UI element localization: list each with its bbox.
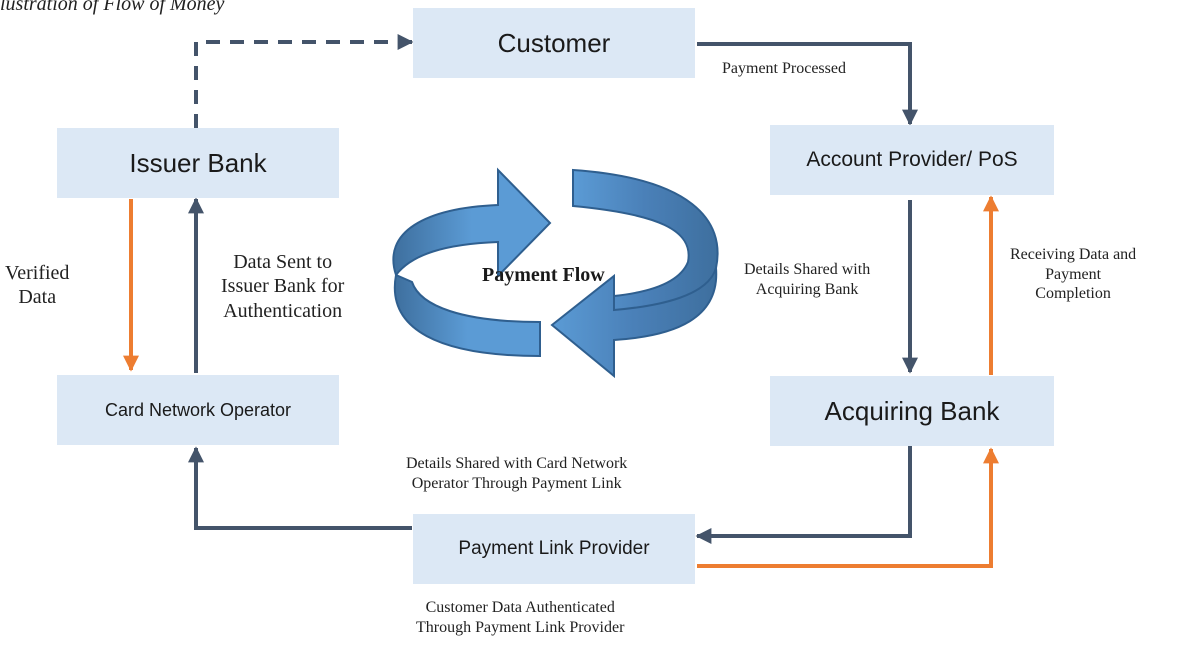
node-acquiring-bank: Acquiring Bank: [770, 376, 1054, 446]
label-line: Verified: [5, 262, 70, 284]
label-customer-data-authenticated: Customer Data Authenticated Through Paym…: [416, 598, 624, 637]
label-line: Payment: [1045, 265, 1102, 283]
label-line: Data Sent to: [233, 251, 333, 273]
label-line: Receiving Data and: [1010, 246, 1137, 263]
label-data-sent-to-issuer: Data Sent to Issuer Bank for Authenticat…: [221, 250, 344, 323]
cycle-arrow-top: [392, 167, 552, 279]
node-customer: Customer: [413, 8, 695, 78]
arrow-payment-link-to-card-network: [188, 446, 412, 530]
arrow-issuer-to-customer: [194, 34, 414, 128]
cycle-arrow-left: [393, 273, 541, 358]
label-line: Operator Through Payment Link: [411, 474, 622, 492]
cycle-arrow-bottom: [550, 267, 718, 379]
node-issuer-bank: Issuer Bank: [57, 128, 339, 198]
label-line: Data: [18, 286, 57, 309]
node-card-network-operator: Card Network Operator: [57, 375, 339, 445]
label-line: Issuer Bank for: [221, 275, 345, 298]
arrow-acquiring-to-payment-link: [695, 446, 912, 544]
label-line: Customer Data Authenticated: [425, 599, 615, 616]
label-details-shared-acquiring: Details Shared with Acquiring Bank: [744, 260, 870, 299]
node-payment-link-provider: Payment Link Provider: [413, 514, 695, 584]
label-line: Through Payment Link Provider: [416, 618, 625, 636]
label-line: Details Shared with: [744, 261, 871, 278]
label-payment-processed: Payment Processed: [722, 60, 846, 77]
arrow-customer-to-account-provider: [697, 42, 918, 126]
label-verified-data: Verified Data: [5, 261, 69, 310]
label-details-shared-card-network: Details Shared with Card Network Operato…: [406, 454, 627, 493]
label-line: Acquiring Bank: [755, 280, 859, 298]
node-account-provider: Account Provider/ PoS: [770, 125, 1054, 195]
label-line: Authentication: [223, 299, 343, 322]
label-receiving-data: Receiving Data and Payment Completion: [1010, 245, 1136, 304]
arrow-payment-link-to-acquiring: [697, 447, 999, 568]
label-line: Details Shared with Card Network: [406, 455, 628, 472]
payment-flow-label: Payment Flow: [482, 264, 605, 286]
figure-caption: lustration of Flow of Money: [0, 0, 225, 15]
label-line: Completion: [1035, 285, 1111, 303]
